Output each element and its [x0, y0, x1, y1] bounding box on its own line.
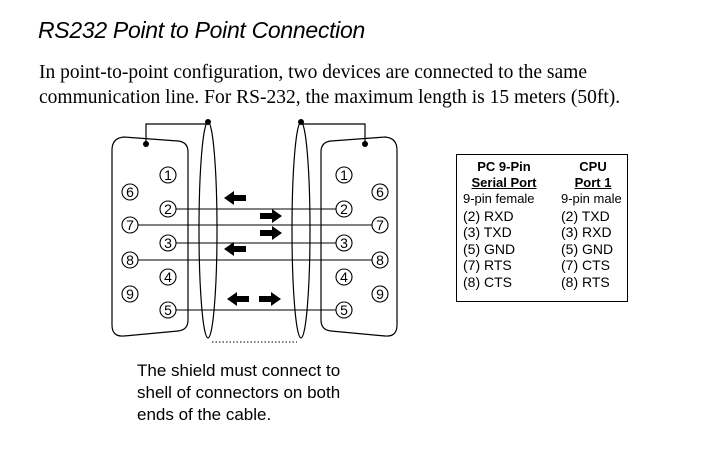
left-pin-1: 1: [159, 166, 177, 184]
left-pin-8: 8: [121, 251, 139, 269]
arrow-right-icon: [259, 292, 281, 306]
cpu-row: (5) GND: [561, 240, 614, 257]
right-pin-6: 6: [371, 183, 389, 201]
right-shield-loop: [291, 121, 311, 339]
arrow-left-icon: [224, 191, 246, 205]
pc-row: (2) RXD: [463, 207, 514, 224]
left-pin-5: 5: [159, 301, 177, 319]
cpu-header-line-2: Port 1: [574, 175, 612, 190]
left-shield-dot: [205, 119, 211, 125]
left-pin-6: 6: [121, 183, 139, 201]
pc-header-line-2: Serial Port: [471, 175, 537, 190]
cpu-row: (7) CTS: [561, 257, 610, 273]
left-pin-3: 3: [159, 234, 177, 252]
right-pin-9: 9: [371, 285, 389, 303]
shield-note: The shield must connect to shell of conn…: [137, 360, 340, 426]
svg-text:5: 5: [340, 302, 348, 318]
svg-text:2: 2: [340, 201, 348, 217]
svg-text:1: 1: [340, 167, 348, 183]
left-connector-shell: [111, 136, 189, 337]
svg-text:9: 9: [126, 286, 134, 302]
pc-row: (3) TXD: [463, 224, 512, 240]
svg-text:5: 5: [164, 302, 172, 318]
pc-row: (7) RTS: [463, 257, 512, 273]
left-pin-9: 9: [121, 285, 139, 303]
arrow-right-icon: [260, 209, 282, 223]
note-line-2: shell of connectors on both: [137, 383, 341, 402]
arrow-right-icon: [260, 226, 282, 240]
intro-line-1: In point-to-point configuration, two dev…: [39, 62, 587, 83]
svg-text:3: 3: [164, 235, 172, 251]
cpu-port-column: CPU Port 1 9-pin male (2) TXD (3) RXD (5…: [561, 159, 625, 290]
note-line-1: The shield must connect to: [137, 361, 341, 380]
right-connector-shell: [320, 136, 398, 337]
svg-text:7: 7: [126, 217, 134, 233]
arrow-left-icon: [224, 242, 246, 256]
cpu-row: (8) RTS: [561, 273, 610, 290]
pin-mapping-table: PC 9-Pin Serial Port 9-pin female (2) RX…: [456, 154, 628, 302]
right-pin-5: 5: [335, 301, 353, 319]
svg-text:7: 7: [376, 217, 384, 233]
right-shell-ground-dot: [362, 141, 368, 147]
cpu-row: 9-pin male: [561, 191, 622, 206]
svg-text:4: 4: [164, 269, 172, 285]
cpu-row: (3) RXD: [561, 224, 612, 240]
arrow-left-icon: [227, 292, 249, 306]
cpu-row: (2) TXD: [561, 207, 610, 224]
left-shield-loop: [198, 121, 218, 339]
pc-row: (8) CTS: [463, 273, 512, 290]
right-pin-2: 2: [335, 200, 353, 218]
note-line-3: ends of the cable.: [137, 405, 272, 424]
right-pin-8: 8: [371, 251, 389, 269]
left-pin-2: 2: [159, 200, 177, 218]
svg-text:8: 8: [126, 252, 134, 268]
right-shield-dot: [298, 119, 304, 125]
svg-text:8: 8: [376, 252, 384, 268]
pc-row: (5) GND: [463, 240, 516, 257]
left-pin-7: 7: [121, 216, 139, 234]
cpu-header-line-1: CPU: [579, 159, 607, 174]
right-pin-7: 7: [371, 216, 389, 234]
page-title: RS232 Point to Point Connection: [38, 17, 365, 43]
svg-text:2: 2: [164, 201, 172, 217]
right-pin-3: 3: [335, 234, 353, 252]
svg-text:6: 6: [126, 184, 134, 200]
pc-row: 9-pin female: [463, 191, 535, 206]
left-pin-4: 4: [159, 268, 177, 286]
intro-line-2: communication line. For RS-232, the maxi…: [39, 87, 621, 108]
pc-serial-port-column: PC 9-Pin Serial Port 9-pin female (2) RX…: [463, 159, 545, 290]
svg-text:4: 4: [340, 269, 348, 285]
intro-paragraph: In point-to-point configuration, two dev…: [39, 60, 709, 110]
svg-text:6: 6: [376, 184, 384, 200]
svg-text:1: 1: [164, 167, 172, 183]
svg-text:9: 9: [376, 286, 384, 302]
right-pin-4: 4: [335, 268, 353, 286]
pc-header-line-1: PC 9-Pin: [477, 159, 531, 174]
left-shell-ground-dot: [143, 141, 149, 147]
right-shield-wire: [300, 122, 366, 143]
right-pin-1: 1: [335, 166, 353, 184]
svg-text:3: 3: [340, 235, 348, 251]
